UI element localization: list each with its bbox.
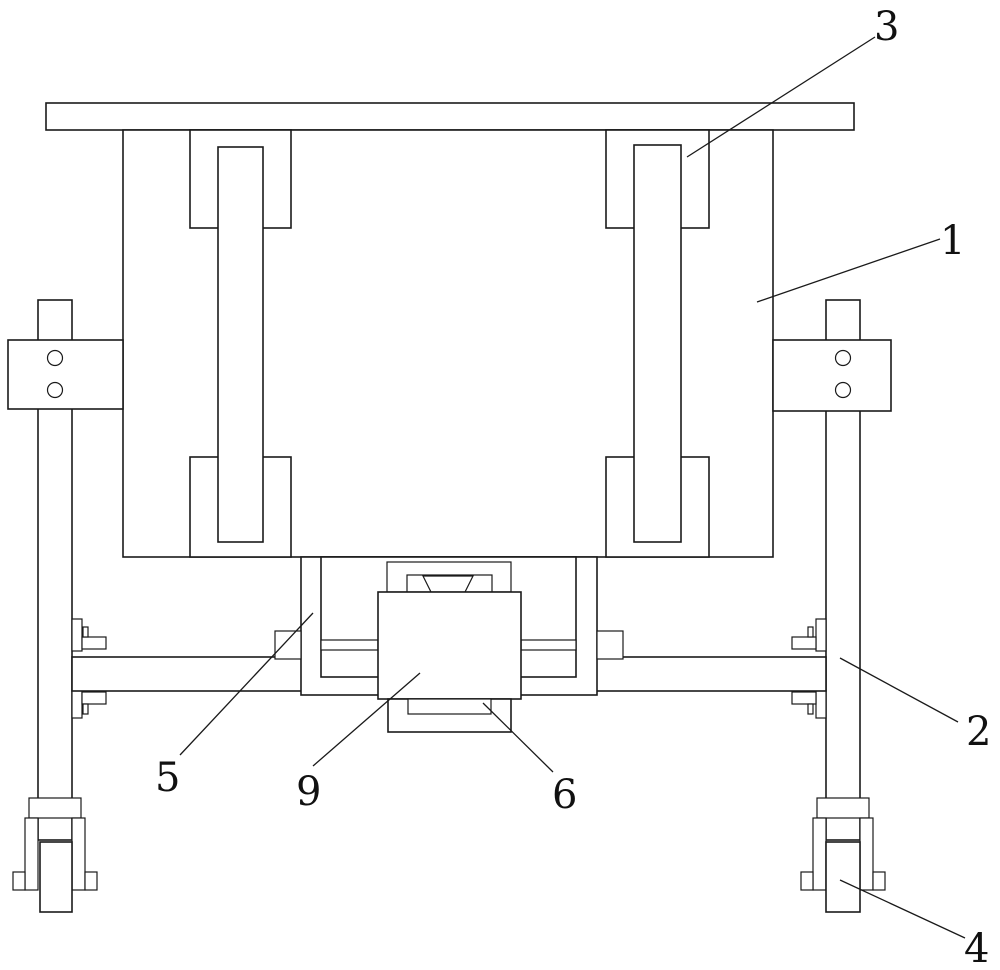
right-fork-right bbox=[859, 817, 874, 891]
right-fork-left bbox=[812, 817, 827, 891]
left-bolt-hole-top bbox=[46, 349, 64, 367]
left-bolt-lower bbox=[82, 703, 89, 715]
leader-1 bbox=[756, 238, 941, 303]
left-axle-nut-r bbox=[84, 871, 98, 891]
bottom-block bbox=[387, 698, 512, 733]
left-nut-lower bbox=[81, 691, 107, 705]
right-nut-upper bbox=[791, 636, 817, 650]
leader-6 bbox=[482, 702, 554, 773]
label-4: 4 bbox=[964, 926, 989, 970]
label-2: 2 bbox=[966, 709, 991, 755]
left-guide-bar bbox=[217, 146, 264, 543]
right-bolt-hole-top bbox=[834, 349, 852, 367]
leader-3 bbox=[686, 36, 876, 158]
left-sleeve bbox=[274, 630, 302, 660]
right-axle-nut-l bbox=[800, 871, 814, 891]
right-wheel bbox=[825, 841, 861, 913]
left-nut-upper bbox=[81, 636, 107, 650]
right-axle-nut-r bbox=[872, 871, 886, 891]
left-wheel bbox=[39, 841, 73, 913]
sleeve-bar-left bbox=[320, 639, 379, 651]
drive-top-wedge bbox=[422, 575, 474, 593]
right-bolt-lower bbox=[807, 703, 814, 715]
label-6: 6 bbox=[552, 772, 577, 818]
right-bolt-hole-bottom bbox=[834, 381, 852, 399]
label-1: 1 bbox=[940, 218, 965, 264]
right-leg-clip-upper bbox=[815, 618, 827, 652]
right-mount-bracket bbox=[772, 339, 892, 412]
leader-5 bbox=[179, 612, 314, 756]
leader-9 bbox=[312, 672, 421, 767]
left-leg-assembly bbox=[7, 299, 124, 913]
bottom-block-inner bbox=[407, 698, 492, 715]
label-9: 9 bbox=[296, 769, 321, 815]
right-leg-clip-lower bbox=[815, 689, 827, 719]
left-mount-bracket bbox=[7, 339, 124, 410]
left-guide-assembly bbox=[189, 129, 292, 558]
sleeve-bar-right bbox=[520, 639, 577, 651]
right-fork-upper bbox=[816, 797, 870, 819]
right-guide-assembly bbox=[605, 129, 710, 558]
left-fork-left bbox=[24, 817, 39, 891]
left-bolt-hole-bottom bbox=[46, 381, 64, 399]
drive-top-bracket bbox=[386, 561, 512, 593]
right-guide-bar bbox=[633, 144, 682, 543]
right-sleeve bbox=[596, 630, 624, 660]
drive-unit bbox=[377, 591, 522, 700]
left-fork-right bbox=[71, 817, 86, 891]
left-axle-nut-l bbox=[12, 871, 26, 891]
right-nut-lower bbox=[791, 691, 817, 705]
left-leg-clip-upper bbox=[71, 618, 83, 652]
top-plate bbox=[45, 102, 855, 131]
label-5: 5 bbox=[155, 755, 180, 801]
left-bolt-upper bbox=[82, 626, 89, 638]
right-leg-assembly bbox=[772, 299, 892, 913]
label-3: 3 bbox=[874, 4, 899, 50]
right-bolt-upper bbox=[807, 626, 814, 638]
left-fork-upper bbox=[28, 797, 82, 819]
leader-2 bbox=[839, 657, 959, 723]
leader-4 bbox=[839, 879, 966, 939]
left-leg-clip-lower bbox=[71, 689, 83, 719]
